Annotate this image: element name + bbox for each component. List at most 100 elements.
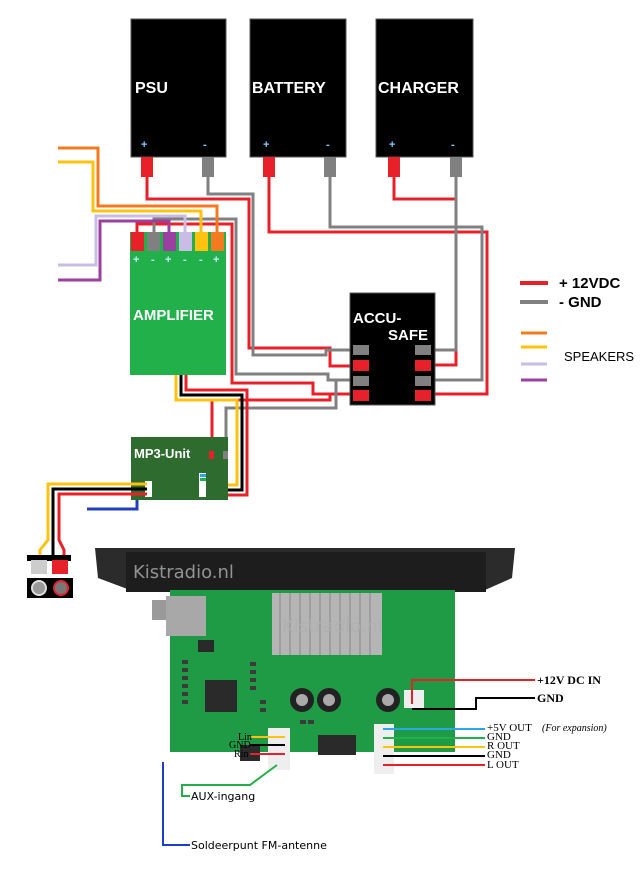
legend-label-gnd: - GND — [559, 294, 602, 311]
wire-jack-black — [51, 487, 147, 556]
mp3-left-connector — [145, 481, 152, 497]
charger-label: CHARGER — [378, 80, 459, 97]
accusafe-pin-l2 — [353, 360, 369, 371]
accusafe-pin-r4 — [415, 390, 431, 401]
accusafe-pin-l4 — [353, 390, 369, 401]
wire-speaker-orange — [58, 146, 219, 232]
wire-dc-in — [411, 679, 535, 704]
wire-charger-minus — [430, 177, 458, 352]
amp-pin-1 — [131, 232, 144, 251]
rca-jack — [27, 555, 73, 598]
label-r-out: R OUT — [487, 740, 520, 752]
battery-minus-label: - — [326, 139, 330, 151]
accusafe-pin-l1 — [353, 345, 369, 355]
speaker-wires — [58, 146, 219, 282]
mp3-right-connector — [199, 473, 206, 497]
photo-annotation-wires — [162, 679, 535, 846]
wire-jack-red — [57, 492, 147, 556]
photo-annotations: +12V DC IN GND +5V OUT (For expansion) G… — [191, 673, 607, 852]
rca-left-socket — [31, 580, 47, 596]
wire-fm-blue — [87, 500, 139, 511]
charger-plus-label: + — [389, 139, 395, 151]
amp-pin-label-5: - — [199, 254, 203, 266]
legend-label-speakers: SPEAKERS — [564, 349, 634, 364]
mp3-power-plus — [209, 451, 214, 459]
label-aux-ingang: AUX-ingang — [191, 790, 255, 803]
psu-label: PSU — [135, 80, 168, 97]
mp3-unit-label: MP3-Unit — [134, 446, 191, 461]
wire-battery-plus — [267, 177, 489, 396]
amp-pin-label-3: + — [165, 254, 171, 266]
label-gnd-aux: GND — [229, 740, 251, 751]
amp-pin-label-1: + — [133, 254, 139, 266]
amp-pin-label-6: + — [213, 254, 219, 266]
charger-block: CHARGER + - — [375, 18, 474, 177]
wire-amp-minus — [152, 217, 352, 382]
label-dc-in: +12V DC IN — [537, 673, 601, 687]
label-gnd-out-2: GND — [487, 749, 511, 761]
legend-label-12v: + 12VDC — [559, 275, 620, 292]
label-gnd-power: GND — [537, 691, 564, 705]
battery-label: BATTERY — [252, 80, 326, 97]
wire-speaker-yellow — [58, 160, 203, 232]
accusafe-pin-l3 — [353, 376, 369, 386]
psu-minus-terminal — [202, 157, 214, 177]
fm-solder-point — [173, 758, 181, 766]
charger-plus-terminal — [388, 157, 400, 177]
watermark-top: Kistradio.nl — [133, 562, 234, 583]
label-gnd-out-1: GND — [487, 731, 511, 743]
rca-right-socket — [53, 580, 69, 596]
wire-gnd-power — [412, 697, 535, 710]
wire-amp-plus — [135, 222, 352, 396]
battery-plus-label: + — [263, 139, 269, 151]
power-wires — [135, 177, 489, 457]
wire-psu-minus — [206, 177, 352, 357]
wire-battery-minus — [328, 177, 484, 382]
mp3-jack-wires — [38, 482, 147, 556]
aux-connector — [268, 728, 290, 770]
wire-mp3-plus — [210, 394, 332, 457]
label-rin: Rin — [234, 749, 248, 760]
accusafe-pin-r3 — [415, 376, 431, 386]
amp-pin-label-2: - — [151, 254, 155, 266]
wire-aux-pointer — [181, 764, 278, 797]
accusafe-label-2: SAFE — [388, 327, 428, 344]
psu-minus-label: - — [203, 139, 207, 151]
battery-plus-terminal — [263, 157, 275, 177]
amplifier-label: AMPLIFIER — [133, 307, 214, 324]
amp-pin-6 — [211, 232, 224, 251]
amp-pin-5 — [195, 232, 208, 251]
wire-amp-audio-black — [179, 375, 244, 492]
legend: + 12VDC - GND SPEAKERS — [520, 275, 634, 382]
label-fm-antenne: Soldeerpunt FM-antenne — [191, 839, 327, 852]
main-chip — [205, 680, 237, 712]
wire-jack-yellow — [38, 482, 147, 556]
psu-plus-terminal — [141, 157, 153, 177]
psu-block: PSU + - — [130, 18, 227, 177]
wire-speaker-lilac — [58, 214, 187, 267]
accusafe-pin-r2 — [415, 360, 431, 371]
wire-psu-plus — [145, 177, 352, 368]
amplifier-block: + - + - - + AMPLIFIER — [130, 232, 226, 375]
charger-minus-terminal — [450, 157, 462, 177]
amp-pin-label-4: - — [183, 254, 187, 266]
label-5v-out: +5V OUT — [487, 722, 532, 734]
wire-fm-pointer — [162, 762, 190, 846]
wire-amp-audio-red — [184, 375, 249, 497]
wire-speaker-purple — [58, 219, 171, 282]
output-connector — [374, 724, 394, 774]
accusafe-block: ACCU- SAFE — [349, 292, 436, 406]
label-l-out: L OUT — [487, 759, 519, 771]
psu-plus-label: + — [141, 139, 147, 151]
accusafe-pin-r1 — [415, 345, 431, 355]
mp3-unit-block: MP3-Unit — [131, 437, 228, 500]
power-connector — [404, 690, 424, 708]
mp3-board-photo: Kistradio.nl Kistradio.nl — [95, 548, 515, 774]
amp-pin-3 — [163, 232, 176, 251]
battery-block: BATTERY + - — [249, 18, 347, 177]
wire-mp3-minus — [224, 380, 338, 457]
amp-pin-2 — [147, 232, 160, 251]
label-5v-note: (For expansion) — [542, 723, 607, 734]
battery-minus-terminal — [324, 157, 336, 177]
